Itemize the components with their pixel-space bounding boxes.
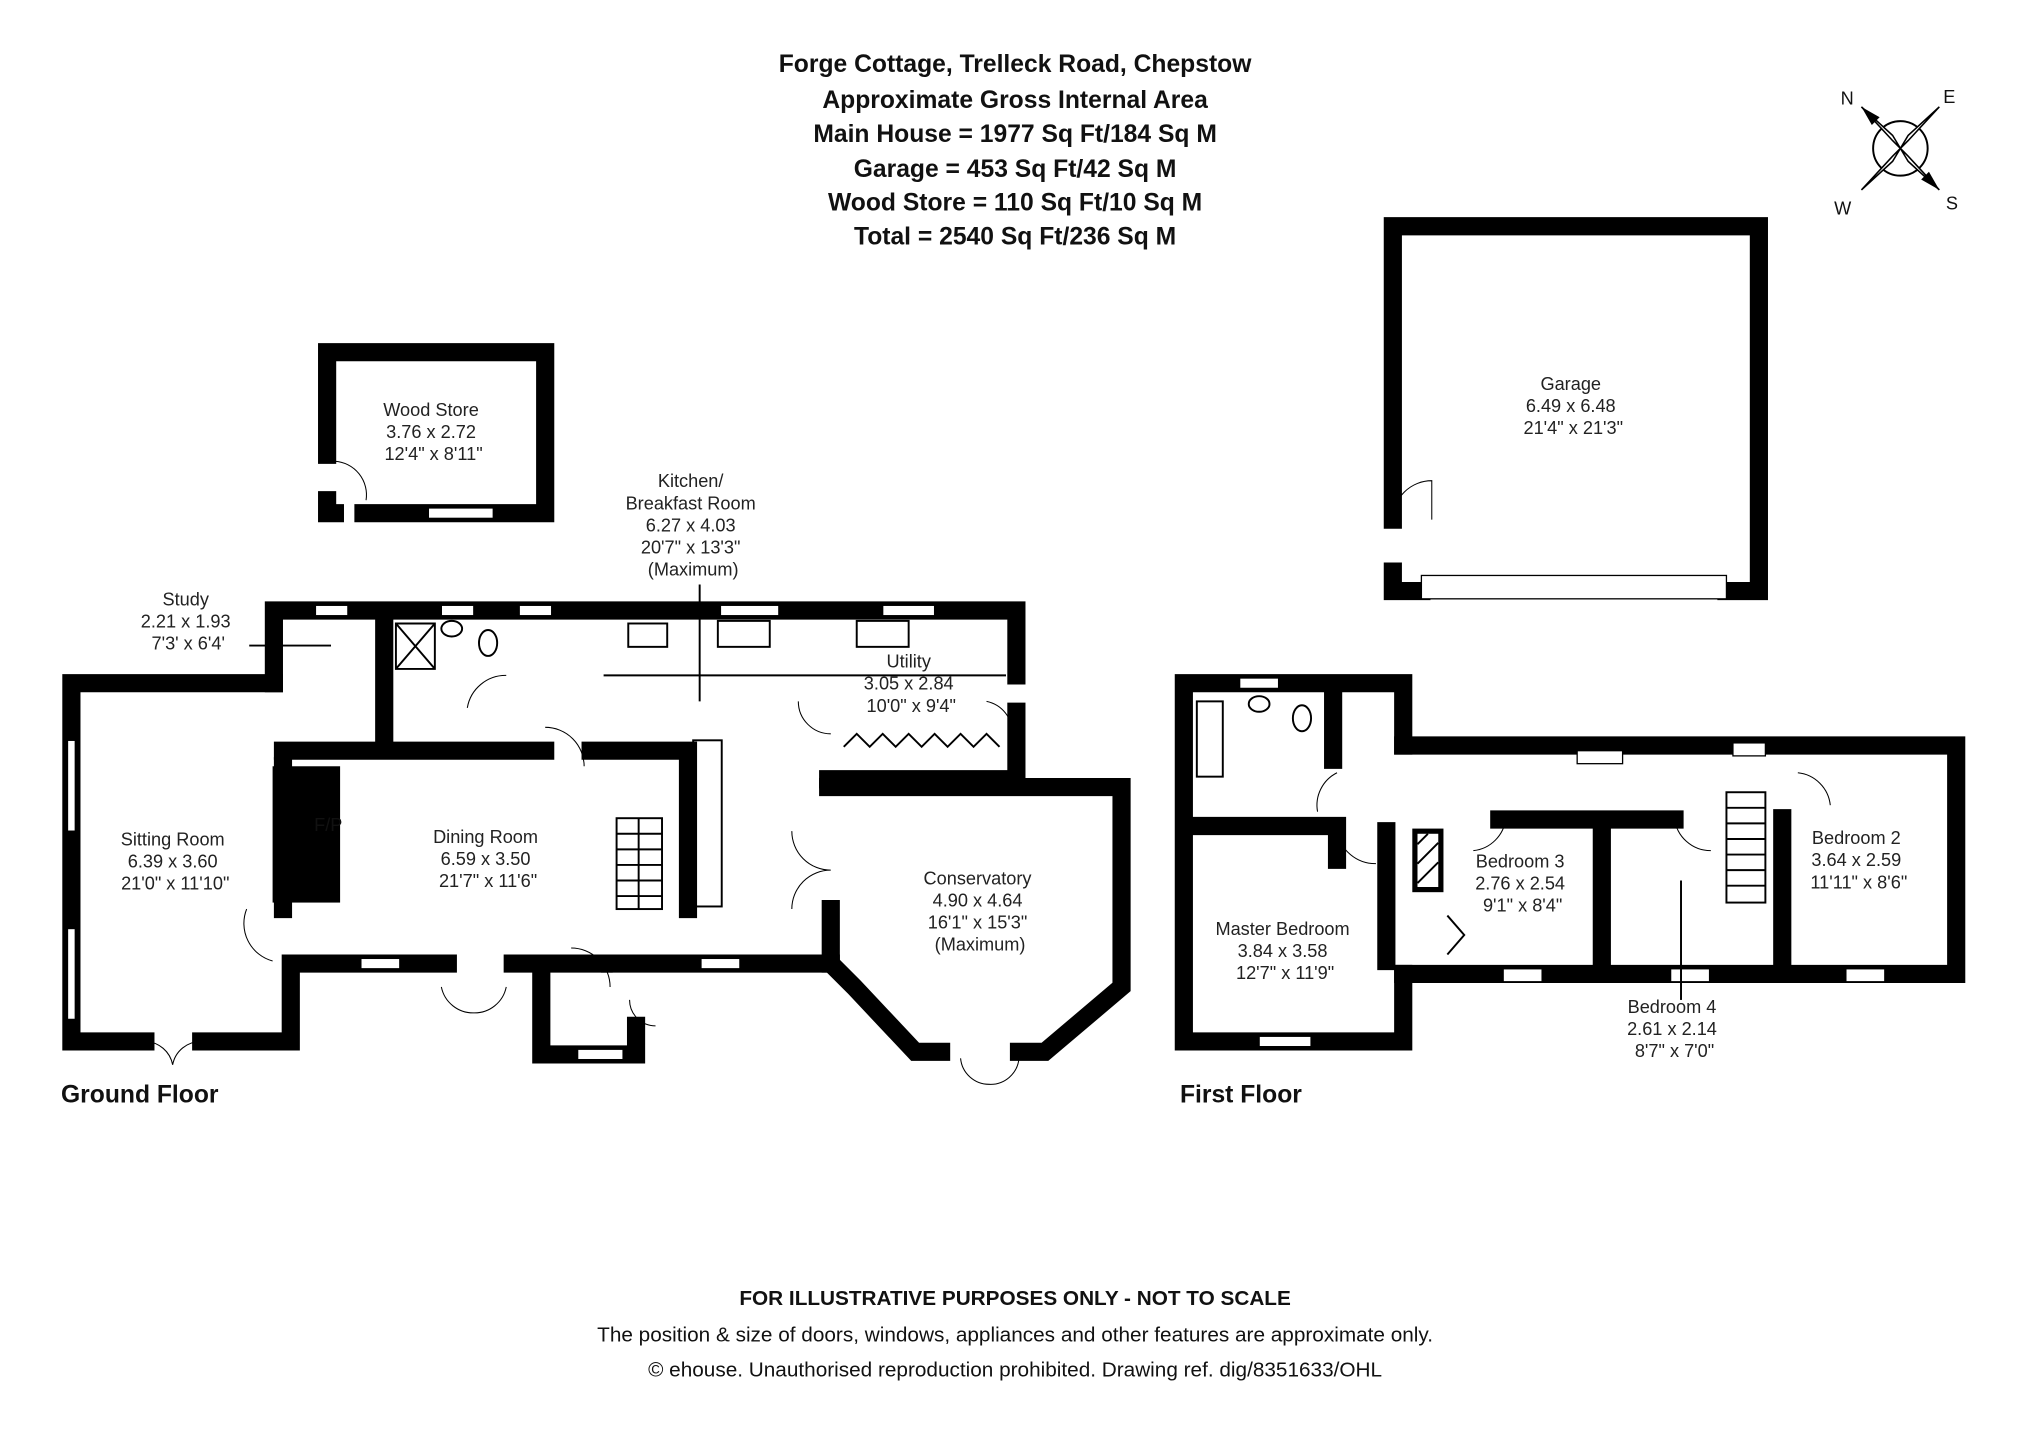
wood-store-plan: Wood Store 3.76 x 2.72 12'4" x 8'11" bbox=[318, 343, 555, 523]
utility-label: Utility 3.05 x 2.84 10'0" x 9'4" bbox=[864, 652, 959, 716]
area-garage: Garage = 453 Sq Ft/42 Sq M bbox=[854, 156, 1177, 183]
approximation-note: The position & size of doors, windows, a… bbox=[597, 1323, 1433, 1346]
title: Forge Cottage, Trelleck Road, Chepstow bbox=[779, 51, 1252, 78]
bedroom-2-label: Bedroom 2 3.64 x 2.59 11'11" x 8'6" bbox=[1810, 828, 1907, 892]
sitting-room-label: Sitting Room 6.39 x 3.60 21'0" x 11'10" bbox=[121, 829, 230, 893]
bedroom-4-label: Bedroom 4 2.61 x 2.14 8'7" x 7'0" bbox=[1627, 997, 1722, 1061]
compass-icon: N E W S bbox=[1834, 87, 1958, 219]
ground-floor-plan: F/P Kitchen/ Breakfast Room 6.27 x 4.03 … bbox=[61, 471, 1131, 1108]
conservatory-label: Conservatory 4.90 x 4.64 16'1" x 15'3" (… bbox=[924, 868, 1037, 954]
kitchen-label: Kitchen/ Breakfast Room 6.27 x 4.03 20'7… bbox=[626, 471, 761, 579]
header: Forge Cottage, Trelleck Road, Chepstow A… bbox=[779, 51, 1252, 251]
study-label: Study 2.21 x 1.93 7'3' x 6'4' bbox=[141, 589, 236, 653]
garage-label: Garage 6.49 x 6.48 21'4" x 21'3" bbox=[1523, 374, 1623, 438]
stairs-icon bbox=[1725, 791, 1767, 904]
first-floor-label: First Floor bbox=[1180, 1081, 1302, 1108]
stairs-icon bbox=[615, 817, 663, 911]
first-floor-plan: Master Bedroom 3.84 x 3.58 12'7" x 11'9"… bbox=[1174, 674, 1966, 1108]
master-bedroom-label: Master Bedroom 3.84 x 3.58 12'7" x 11'9" bbox=[1215, 919, 1354, 983]
compass-s: S bbox=[1946, 193, 1958, 213]
fireplace-label: F/P bbox=[314, 815, 342, 835]
compass-e: E bbox=[1943, 87, 1955, 107]
footer: FOR ILLUSTRATIVE PURPOSES ONLY - NOT TO … bbox=[597, 1287, 1433, 1381]
bedroom-3-label: Bedroom 3 2.76 x 2.54 9'1" x 8'4" bbox=[1475, 852, 1570, 916]
wood-store-label: Wood Store 3.76 x 2.72 12'4" x 8'11" bbox=[383, 400, 484, 464]
compass-n: N bbox=[1841, 88, 1854, 108]
dining-room-label: Dining Room 6.59 x 3.50 21'7" x 11'6" bbox=[433, 827, 543, 891]
ground-floor-label: Ground Floor bbox=[61, 1081, 219, 1108]
disclaimer: FOR ILLUSTRATIVE PURPOSES ONLY - NOT TO … bbox=[739, 1287, 1291, 1310]
area-main: Main House = 1977 Sq Ft/184 Sq M bbox=[813, 121, 1217, 148]
copyright: © ehouse. Unauthorised reproduction proh… bbox=[648, 1358, 1382, 1381]
area-wood-store: Wood Store = 110 Sq Ft/10 Sq M bbox=[828, 190, 1202, 217]
compass-w: W bbox=[1834, 199, 1852, 219]
area-total: Total = 2540 Sq Ft/236 Sq M bbox=[854, 223, 1176, 250]
garage-plan: Garage 6.49 x 6.48 21'4" x 21'3" bbox=[1383, 217, 1768, 601]
subtitle: Approximate Gross Internal Area bbox=[822, 87, 1208, 114]
